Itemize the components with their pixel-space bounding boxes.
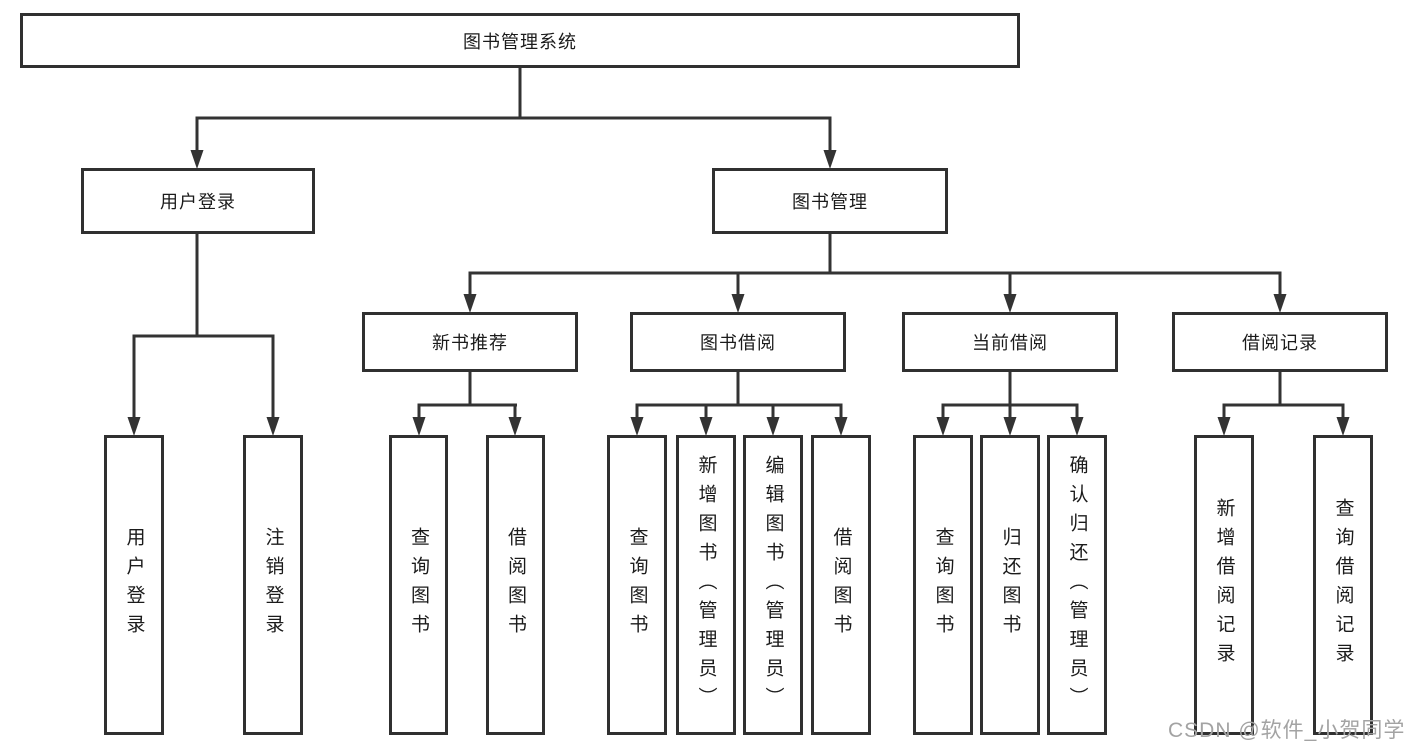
leaf-borrow-books-1: 借阅图书 <box>486 435 545 735</box>
leaf-edit-books-admin: 编辑图书（管理员） <box>743 435 803 735</box>
leaf-query-books-1: 查询图书 <box>389 435 448 735</box>
csdn-watermark: CSDN @软件_小贺同学 <box>1168 719 1405 742</box>
connector-current-borrow-branch <box>941 372 1079 419</box>
leaf-user-login: 用户登录 <box>104 435 164 735</box>
node-user-login-group: 用户登录 <box>81 168 315 234</box>
connector-book-borrow-branch <box>635 372 843 419</box>
connector-book-mgmt-branch <box>468 234 1282 296</box>
node-book-borrowing: 图书借阅 <box>630 312 846 372</box>
leaf-logout: 注销登录 <box>243 435 303 735</box>
connector-borrow-records-branch <box>1222 372 1345 419</box>
leaf-return-books: 归还图书 <box>980 435 1040 735</box>
arrowheads <box>127 150 1350 436</box>
leaf-query-books-3: 查询图书 <box>913 435 973 735</box>
leaf-confirm-return-admin: 确认归还（管理员） <box>1047 435 1107 735</box>
leaf-add-books-admin: 新增图书（管理员） <box>676 435 736 735</box>
connector-root-to-level2 <box>195 68 832 152</box>
connector-new-books-branch <box>417 372 517 419</box>
node-new-book-recommend: 新书推荐 <box>362 312 578 372</box>
leaf-query-borrow-record: 查询借阅记录 <box>1313 435 1373 735</box>
leaf-query-books-2: 查询图书 <box>607 435 667 735</box>
leaf-borrow-books-2: 借阅图书 <box>811 435 871 735</box>
leaf-add-borrow-record: 新增借阅记录 <box>1194 435 1254 735</box>
node-book-management: 图书管理 <box>712 168 948 234</box>
node-current-borrowing: 当前借阅 <box>902 312 1118 372</box>
connector-user-login-branch <box>132 234 275 419</box>
node-borrow-records: 借阅记录 <box>1172 312 1388 372</box>
node-root-system: 图书管理系统 <box>20 13 1020 68</box>
